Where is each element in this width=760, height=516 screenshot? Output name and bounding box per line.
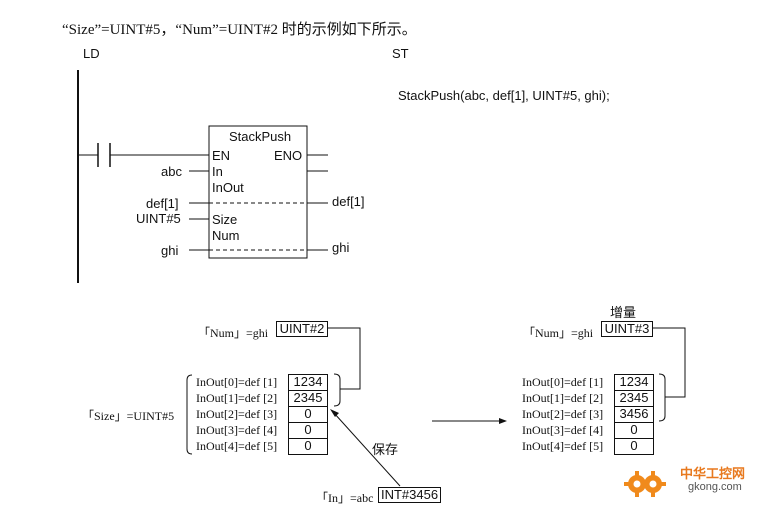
pin-num: Num xyxy=(212,228,240,243)
fb-title: StackPush xyxy=(229,129,292,144)
var-uint5: UINT#5 xyxy=(136,211,181,226)
left-num-value: UINT#2 xyxy=(276,321,328,337)
left-row-label-4: InOut[4]=def [5] xyxy=(196,439,278,453)
right-row-value-4: 0 xyxy=(614,438,654,455)
var-abc: abc xyxy=(161,164,182,179)
ld-label: LD xyxy=(83,46,100,61)
left-row-label-1: InOut[1]=def [2] xyxy=(196,391,278,405)
pin-size: Size xyxy=(212,212,238,227)
right-num-value: UINT#3 xyxy=(601,321,653,337)
right-row-label-0: InOut[0]=def [1] xyxy=(522,375,604,389)
left-row-value-4: 0 xyxy=(288,438,328,455)
left-row-value-1: 2345 xyxy=(288,390,328,407)
right-row-value-0: 1234 xyxy=(614,374,654,391)
right-row-value-3: 0 xyxy=(614,422,654,439)
left-row-label-2: InOut[2]=def [3] xyxy=(196,407,278,421)
var-def-in: def[1] xyxy=(146,196,179,211)
right-row-value-1: 2345 xyxy=(614,390,654,407)
pin-inout: InOut xyxy=(212,180,244,195)
pin-in: In xyxy=(212,164,223,179)
st-label: ST xyxy=(392,46,409,61)
pin-eno: ENO xyxy=(274,148,303,163)
var-def-out: def[1] xyxy=(332,194,365,209)
save-label: 保存 xyxy=(372,442,399,457)
num-connector-right xyxy=(653,327,686,398)
right-row-label-2: InOut[2]=def [3] xyxy=(522,407,604,421)
num-connector-left xyxy=(328,327,361,390)
watermark-gear-icon xyxy=(623,462,667,506)
pin-en: EN xyxy=(212,148,231,163)
left-row-value-2: 0 xyxy=(288,406,328,423)
in-value: INT#3456 xyxy=(378,487,441,503)
right-row-label-3: InOut[3]=def [4] xyxy=(522,423,604,437)
in-label: 「In」=abc xyxy=(316,491,374,505)
watermark-url: gkong.com xyxy=(688,481,742,493)
st-code: StackPush(abc, def[1], UINT#5, ghi); xyxy=(398,88,610,103)
page-heading: “Size”=UINT#5，“Num”=UINT#2 时的示例如下所示。 xyxy=(62,22,417,38)
left-row-label-3: InOut[3]=def [4] xyxy=(196,423,278,437)
stackpush-block xyxy=(208,125,308,259)
save-arrow xyxy=(333,412,401,487)
right-row-label-4: InOut[4]=def [5] xyxy=(522,439,604,453)
var-ghi-out: ghi xyxy=(332,240,350,255)
left-row-value-3: 0 xyxy=(288,422,328,439)
left-size-label: 「Size」=UINT#5 xyxy=(82,409,175,423)
left-row-value-0: 1234 xyxy=(288,374,328,391)
increase-label: 增量 xyxy=(610,305,637,320)
size-brace xyxy=(186,374,193,455)
right-num-label: 「Num」=ghi xyxy=(523,326,594,340)
var-ghi-in: ghi xyxy=(161,243,179,258)
left-num-label: 「Num」=ghi xyxy=(198,326,269,340)
left-row-label-0: InOut[0]=def [1] xyxy=(196,375,278,389)
right-row-value-2: 3456 xyxy=(614,406,654,423)
watermark-cn: 中华工控网 xyxy=(680,466,746,481)
right-row-label-1: InOut[1]=def [2] xyxy=(522,391,604,405)
